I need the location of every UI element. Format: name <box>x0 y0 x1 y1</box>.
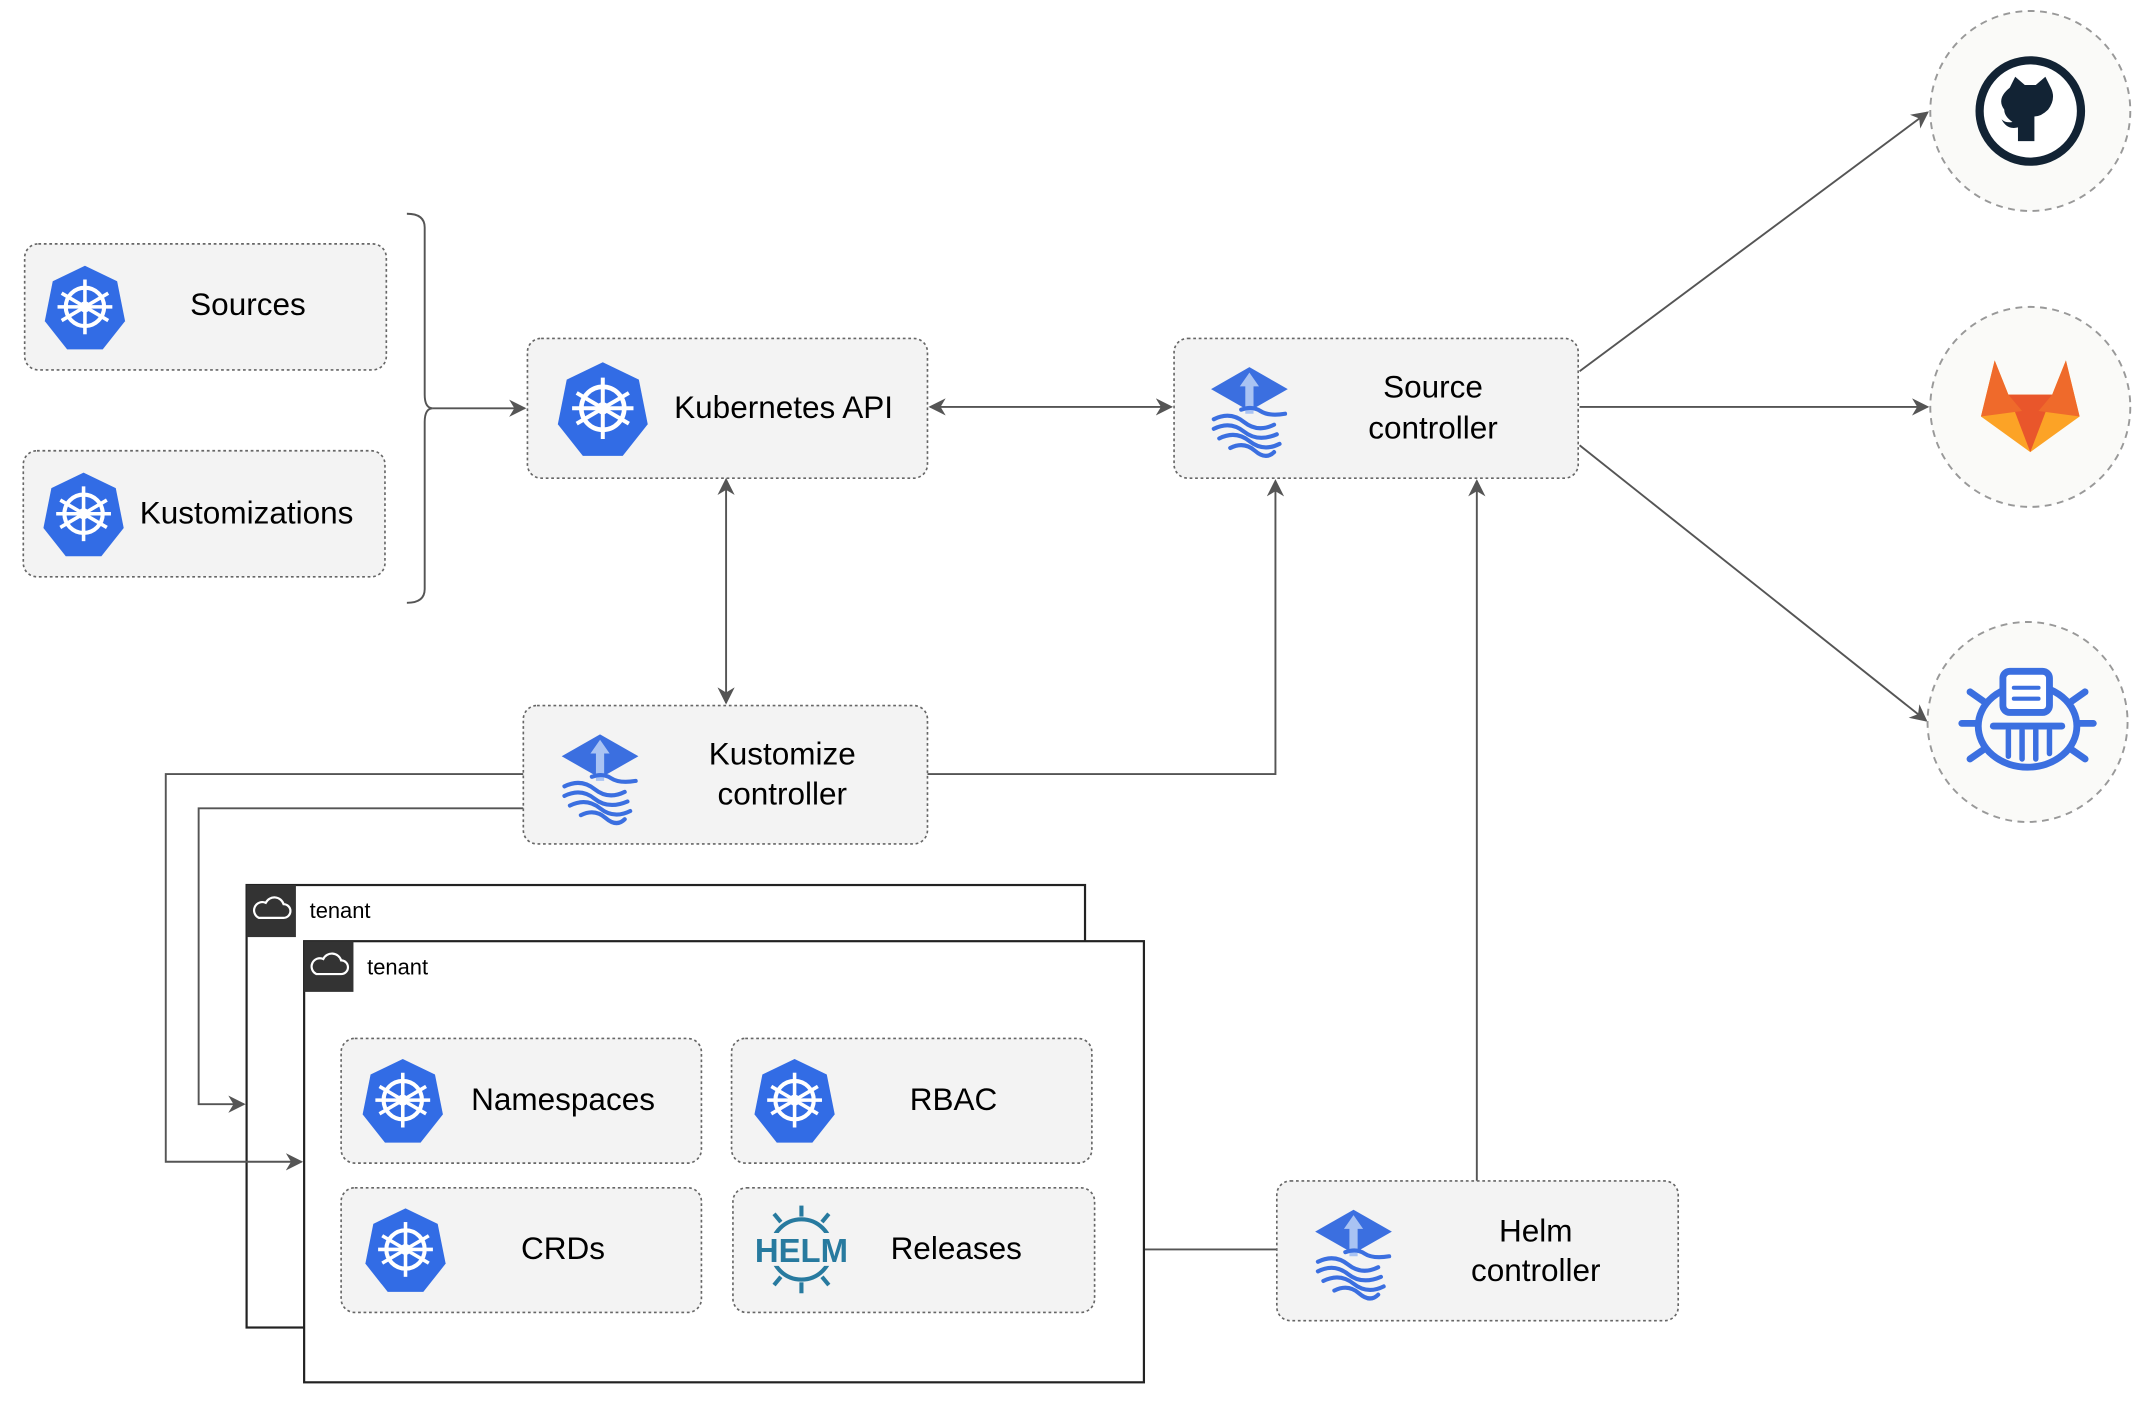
crds-label: CRDs <box>521 1230 605 1266</box>
kustomizations-label: Kustomizations <box>140 494 354 530</box>
releases-label: Releases <box>891 1230 1022 1266</box>
namespaces-label: Namespaces <box>471 1081 655 1117</box>
kubernetes-api-node[interactable]: Kubernetes API <box>526 337 929 479</box>
bucket-icon <box>1958 667 2097 771</box>
sources-label: Sources <box>190 286 306 322</box>
helm-controller-node[interactable]: Helm controller <box>1275 1180 1680 1322</box>
releases-node[interactable]: HELM Releases <box>732 1186 1096 1314</box>
edge-kustomize-to-tenant-back <box>197 807 524 1113</box>
rbac-label: RBAC <box>910 1081 998 1117</box>
kubernetes-api-label: Kubernetes API <box>674 389 893 425</box>
tenant-label: tenant <box>310 898 371 923</box>
resources-brace <box>406 212 434 604</box>
github-node[interactable] <box>1929 10 2132 212</box>
kustomize-controller-label: controller <box>717 775 847 811</box>
edge-kustomize-to-tenant-front <box>164 773 524 1171</box>
helm-icon: HELM <box>755 1205 848 1294</box>
edge-source-to-bucket <box>1578 444 1928 722</box>
kustomize-controller-node[interactable]: Kustomize controller <box>522 704 929 845</box>
gitlab-node[interactable] <box>1929 305 2132 508</box>
edge-kustomize-to-source <box>927 479 1285 776</box>
tenant-label: tenant <box>367 954 428 979</box>
namespaces-node[interactable]: Namespaces <box>340 1037 703 1164</box>
source-controller-label: controller <box>1368 410 1498 446</box>
bucket-node[interactable] <box>1926 621 2129 823</box>
source-controller-node[interactable]: Source controller <box>1173 337 1580 479</box>
kustomizations-node[interactable]: Kustomizations <box>22 449 386 578</box>
edge-source-to-github <box>1579 111 1929 373</box>
sources-node[interactable]: Sources <box>23 243 388 371</box>
kustomize-controller-label: Kustomize <box>709 736 856 772</box>
helm-controller-label: controller <box>1471 1252 1601 1288</box>
rbac-node[interactable]: RBAC <box>730 1037 1093 1164</box>
github-icon <box>1975 56 2086 166</box>
gitlab-icon <box>1980 360 2080 453</box>
helm-logo-text: HELM <box>755 1232 848 1269</box>
source-controller-label: Source <box>1383 368 1483 404</box>
helm-controller-label: Helm <box>1499 1212 1573 1248</box>
crds-node[interactable]: CRDs <box>340 1186 703 1314</box>
